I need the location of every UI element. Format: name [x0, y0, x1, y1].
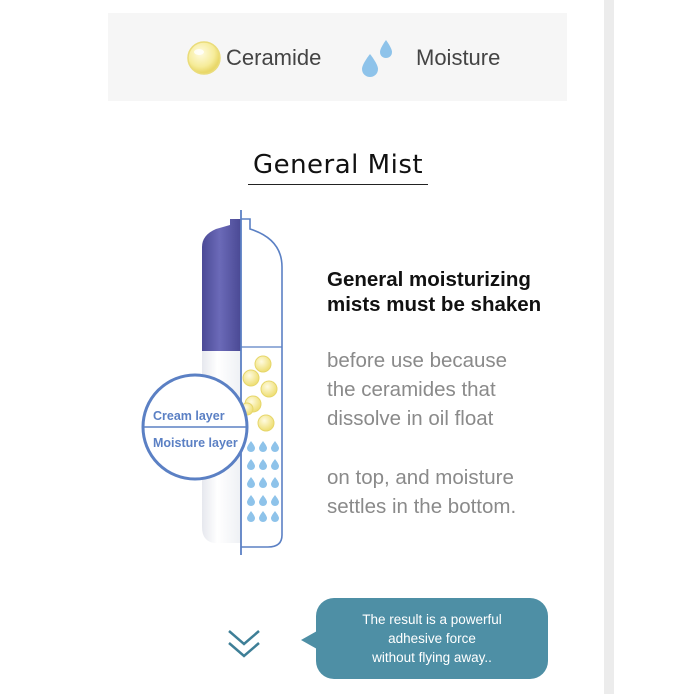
legend-moisture-label: Moisture: [416, 45, 501, 70]
body-line: before use because: [327, 349, 508, 372]
legend-ceramide-label: Ceramide: [226, 45, 322, 70]
body-paragraph-1: before use because the ceramides that di…: [327, 346, 577, 433]
callout-line: without flying away..: [372, 650, 492, 665]
layer-magnifier: Cream layer Moisture layer: [141, 373, 249, 481]
ceramide-bubble-icon: [187, 41, 221, 75]
moisture-layer-label: Moisture layer: [153, 436, 238, 450]
moisture-droplets: [247, 441, 279, 522]
body-paragraph-2: on top, and moisture settles in the bott…: [327, 463, 577, 521]
water-drops-icon: [362, 40, 392, 77]
legend-moisture: Moisture: [358, 38, 500, 78]
callout-tail: [301, 631, 317, 649]
callout-bubble: The result is a powerful adhesive force …: [316, 598, 548, 679]
headline-line-1: General moisturizing: [327, 268, 531, 291]
scrollbar-track[interactable]: [604, 0, 614, 694]
cream-layer-label: Cream layer: [153, 409, 225, 423]
callout-line: The result is a powerful: [362, 612, 502, 627]
title-underline: [248, 184, 428, 185]
headline: General moisturizing mists must be shake…: [327, 267, 567, 317]
body-line: dissolve in oil float: [327, 407, 494, 430]
section-title: General Mist: [252, 150, 424, 180]
body-line: settles in the bottom.: [327, 495, 517, 518]
legend-ceramide: Ceramide: [186, 38, 321, 78]
mist-bottle-illustration: Cream layer Moisture layer: [130, 205, 300, 560]
callout-line: adhesive force: [388, 631, 476, 646]
body-line: the ceramides that: [327, 378, 496, 401]
bottle-diagram: Cream layer Moisture layer: [141, 210, 283, 555]
legend-box: Ceramide Moisture: [108, 13, 567, 101]
double-chevron-down-icon[interactable]: [226, 628, 262, 667]
bottle-cap: [202, 219, 241, 353]
headline-line-2: mists must be shaken: [327, 293, 542, 316]
body-line: on top, and moisture: [327, 466, 514, 489]
